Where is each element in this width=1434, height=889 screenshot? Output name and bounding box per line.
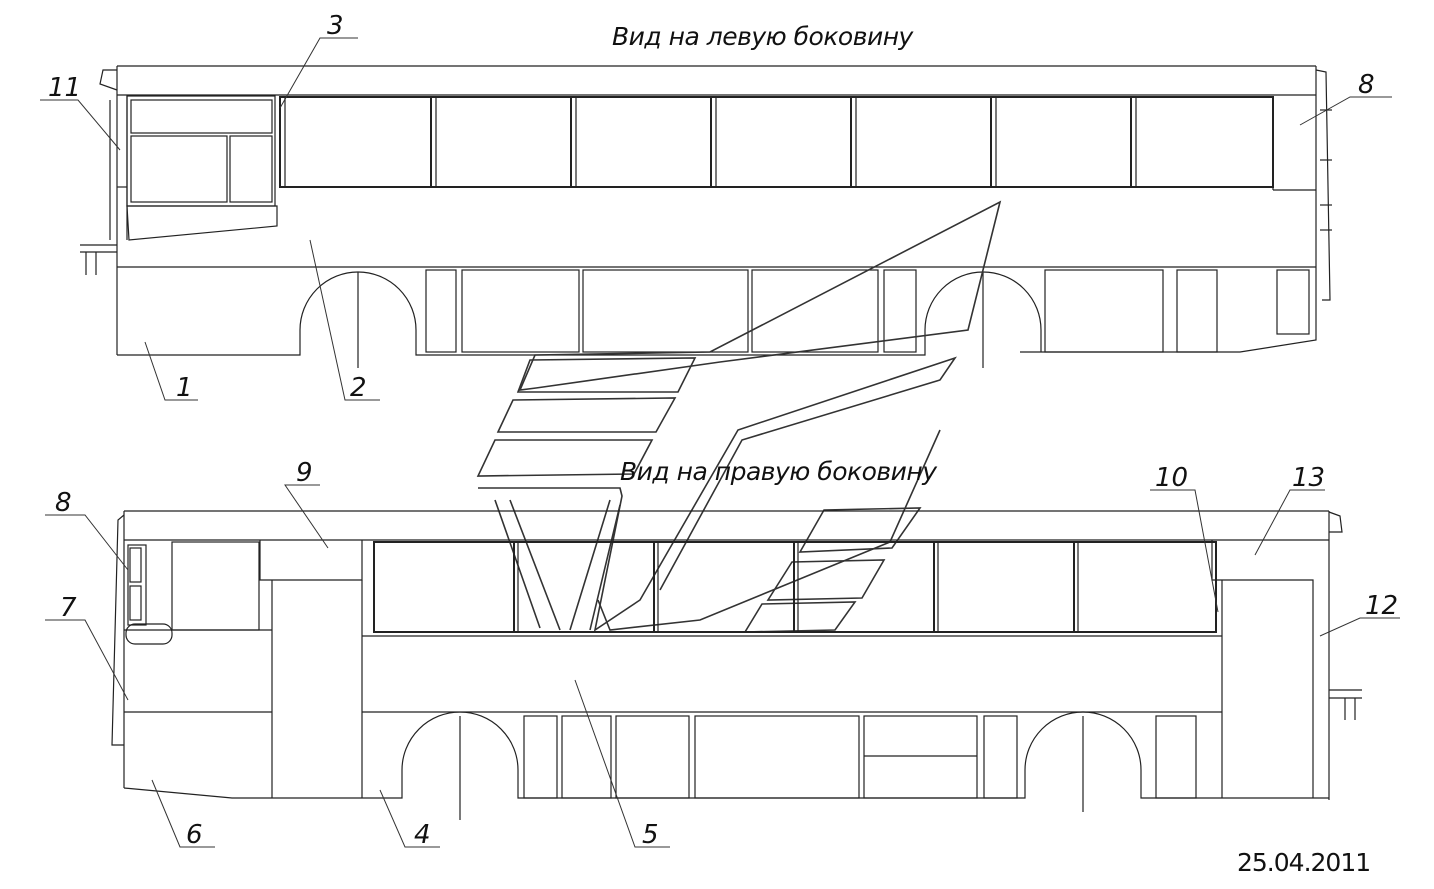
callout-5: 5 [642, 820, 659, 850]
callout-12: 12 [1365, 591, 1398, 621]
callout-4: 4 [414, 820, 431, 850]
callout-7: 7 [60, 593, 77, 623]
callout-13: 13 [1292, 463, 1325, 493]
company-logo-watermark [476, 200, 1002, 633]
callout-10: 10 [1155, 463, 1188, 493]
callout-8-bottom: 8 [55, 488, 72, 518]
callout-3: 3 [327, 11, 344, 41]
callout-11: 11 [48, 73, 81, 103]
right-side-view [111, 510, 1362, 820]
right-view-title: Вид на правую боковину [620, 457, 938, 486]
left-view-title: Вид на левую боковину [612, 22, 915, 51]
left-side-view [80, 65, 1332, 368]
callout-6: 6 [186, 820, 203, 850]
callout-9: 9 [296, 458, 313, 488]
callout-leaders [40, 37, 1400, 848]
callout-2: 2 [350, 373, 367, 403]
callout-1: 1 [176, 373, 193, 403]
callout-8-top: 8 [1358, 70, 1375, 100]
drawing-date: 25.04.2011 [1237, 848, 1370, 877]
